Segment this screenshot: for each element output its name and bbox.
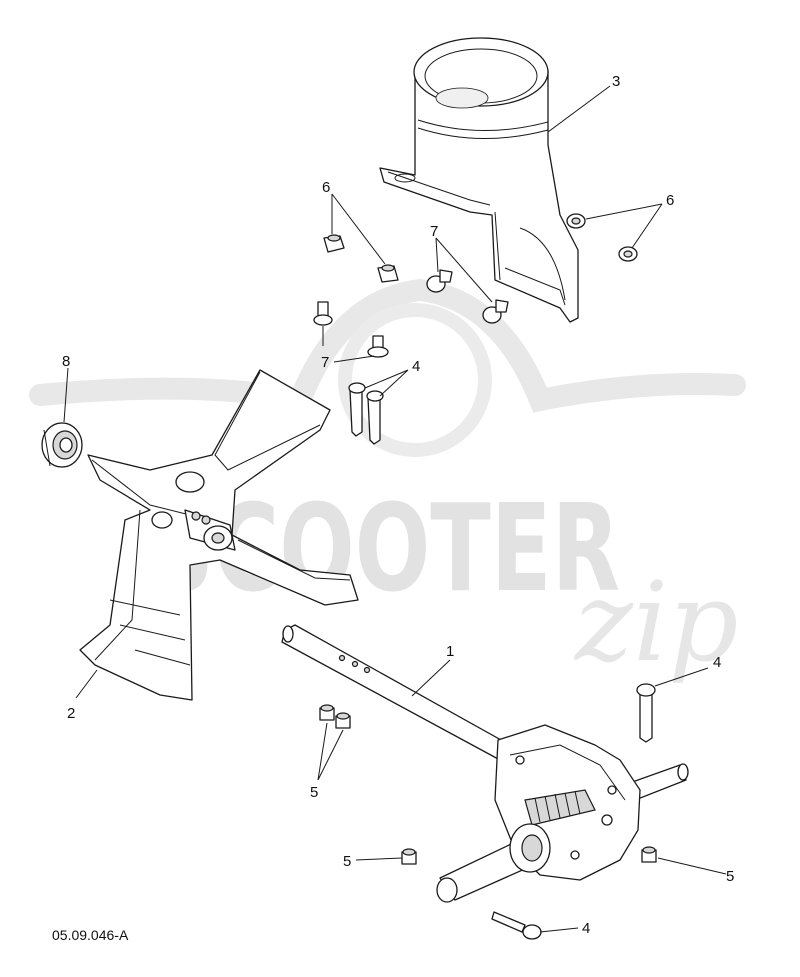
callout-3: 3 (612, 73, 620, 90)
callout-5-bottom: 5 (343, 853, 351, 870)
part-4-bolt-b (366, 390, 384, 445)
watermark-script-text: zip (573, 558, 739, 686)
part-5-nut-a (319, 704, 335, 721)
part-5-nut-d (641, 846, 657, 863)
part-6-nut-b (377, 264, 399, 283)
leader-lines (63, 85, 727, 933)
part-2-impeller-housing (79, 369, 359, 701)
callout-8: 8 (62, 353, 70, 370)
callout-1: 1 (446, 643, 454, 660)
part-4-bolt-a (348, 382, 366, 437)
callout-4-bottom: 4 (582, 920, 590, 937)
callout-labels: 1 2 3 4 4 4 5 5 5 6 6 7 7 8 (62, 73, 734, 937)
part-7-rivet-d (367, 335, 389, 358)
callout-6-right: 6 (666, 192, 674, 209)
part-5-nut-b (335, 712, 351, 729)
part-6-nut-a (323, 234, 345, 253)
callout-5-left: 5 (310, 784, 318, 801)
part-4-bolt-d (491, 911, 542, 940)
part-7-plug-b (482, 299, 509, 324)
part-1-shaft-gearbox (281, 624, 689, 903)
part-6-nut-c (566, 213, 586, 229)
callout-4-upper: 4 (412, 358, 420, 375)
callout-5-right: 5 (726, 868, 734, 885)
callout-2: 2 (67, 705, 75, 722)
callout-4-right: 4 (713, 654, 721, 671)
callout-7-upper: 7 (430, 223, 438, 240)
document-code: 05.09.046-A (52, 927, 129, 943)
part-3-chute-housing (379, 37, 579, 323)
part-6-nut-d (618, 246, 638, 262)
part-5-nut-c (401, 848, 417, 865)
callout-7-lower: 7 (321, 354, 329, 371)
callout-6-left: 6 (322, 179, 330, 196)
part-8-bearing (41, 422, 83, 468)
part-7-plug-a (426, 269, 453, 293)
part-7-rivet-c (313, 301, 333, 326)
part-4-bolt-c (636, 683, 656, 743)
